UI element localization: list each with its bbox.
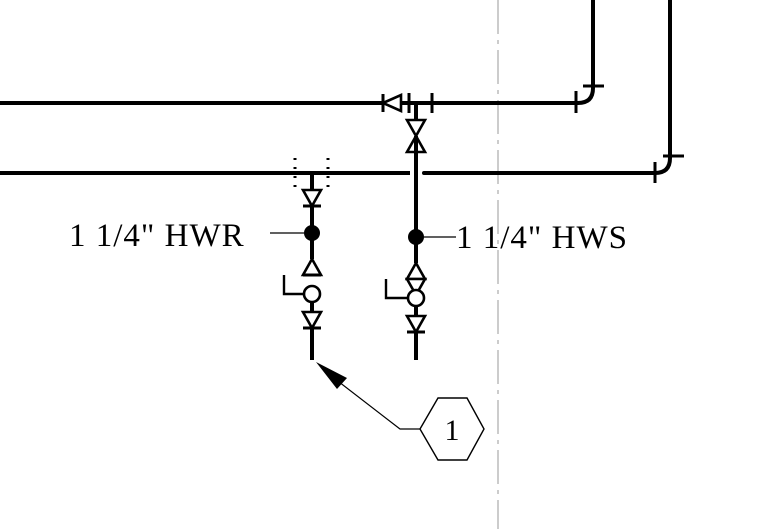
keynote-number: 1 — [445, 414, 460, 447]
supply-lower-valve-icon — [404, 314, 428, 335]
keynote-arrowhead-icon — [316, 362, 347, 389]
keynote-leader — [329, 374, 420, 430]
return-balancing-valve-icon — [300, 256, 324, 277]
keynote-tag[interactable]: 1 — [419, 397, 485, 461]
return-isolation-valve-icon — [300, 188, 324, 209]
return-gauge-icon — [302, 284, 322, 304]
lower-main-pipe — [422, 0, 672, 175]
supply-pipe-label: 1 1/4" HWS — [456, 220, 628, 256]
check-valve-icon — [379, 92, 403, 114]
supply-gauge-icon — [406, 288, 426, 308]
supply-tap-dot — [408, 229, 424, 245]
upper-main-pipe — [0, 0, 595, 105]
return-stem — [282, 275, 303, 296]
supply-stem — [384, 279, 407, 300]
return-tap-dot — [304, 225, 320, 241]
hexagon-icon — [419, 397, 485, 461]
return-lower-valve-icon — [300, 310, 324, 331]
return-pipe-label: 1 1/4" HWR — [69, 218, 245, 254]
balancing-valve-icon — [404, 260, 428, 298]
